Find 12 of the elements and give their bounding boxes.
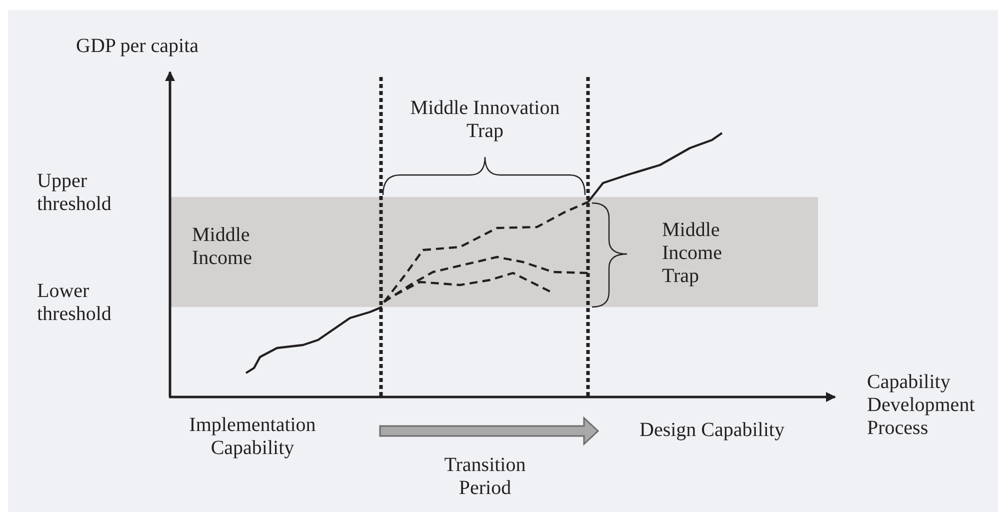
arrow-label: Transition Period [443, 454, 527, 500]
stage-label: Design Capability [638, 419, 786, 442]
axis-title: Capability Development Process [867, 371, 976, 440]
bracket-label: Middle Income Trap [662, 219, 723, 288]
bracket-label: Middle Innovation Trap [409, 97, 561, 143]
band-label: Middle Income [192, 224, 253, 270]
axis-title: GDP per capita [76, 35, 200, 58]
threshold-label: Lower threshold [37, 280, 112, 326]
transition-arrow [379, 416, 600, 446]
threshold-label: Upper threshold [37, 170, 112, 216]
middle-income-band [171, 197, 818, 307]
stage-label: Implementation Capability [188, 414, 317, 460]
